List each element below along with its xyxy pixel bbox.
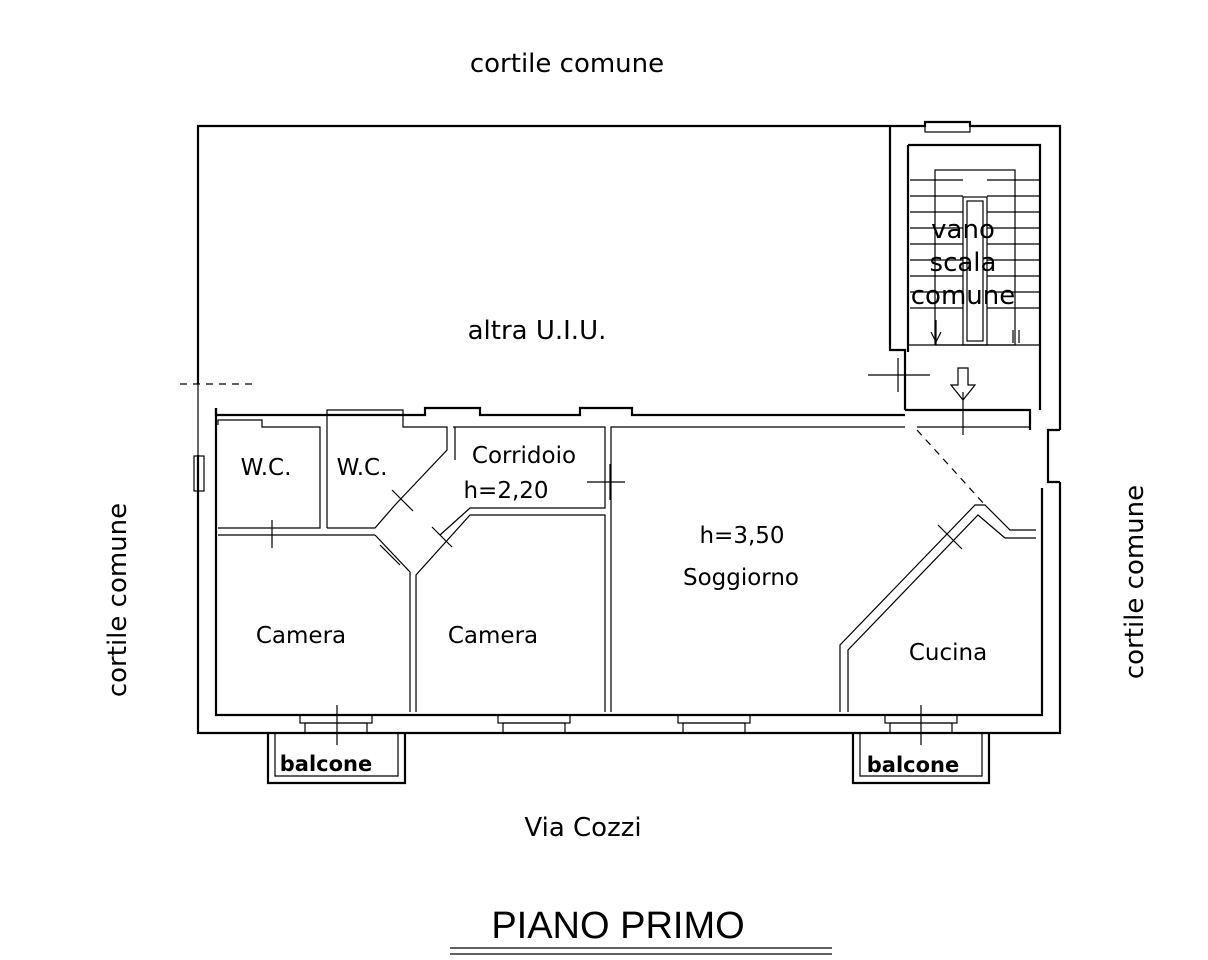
staircase xyxy=(890,120,1062,430)
balcony-left xyxy=(266,733,407,785)
room-balcony-1: balcone xyxy=(280,752,372,776)
room-staircase-line2: scala xyxy=(930,248,997,278)
entrance-arrow-icon xyxy=(949,367,977,435)
room-wc-1: W.C. xyxy=(241,455,292,481)
label-north: cortile comune xyxy=(470,49,664,79)
plan-title: PIANO PRIMO xyxy=(491,905,744,947)
balcony-right xyxy=(851,733,991,785)
other-unit-walls xyxy=(196,124,907,455)
room-living: Soggiorno xyxy=(683,565,799,591)
apartment-perimeter xyxy=(193,408,1062,735)
title-underline xyxy=(450,947,832,955)
interior-walls xyxy=(217,358,1036,712)
label-east: cortile comune xyxy=(1120,485,1150,679)
room-bedroom-2: Camera xyxy=(448,623,538,649)
room-other-unit: altra U.I.U. xyxy=(468,316,607,346)
room-wc-2: W.C. xyxy=(337,455,388,481)
room-corridor-height: h=2,20 xyxy=(463,478,548,504)
label-west: cortile comune xyxy=(103,503,133,697)
windows xyxy=(299,705,958,745)
room-corridor: Corridoio xyxy=(472,443,576,469)
room-kitchen: Cucina xyxy=(909,640,987,666)
room-staircase-line3: comune xyxy=(911,281,1015,311)
room-staircase-line1: vano xyxy=(931,215,995,245)
room-living-height: h=3,50 xyxy=(699,523,784,549)
label-south: Via Cozzi xyxy=(524,813,641,843)
room-balcony-2: balcone xyxy=(867,753,959,777)
room-bedroom-1: Camera xyxy=(256,623,346,649)
